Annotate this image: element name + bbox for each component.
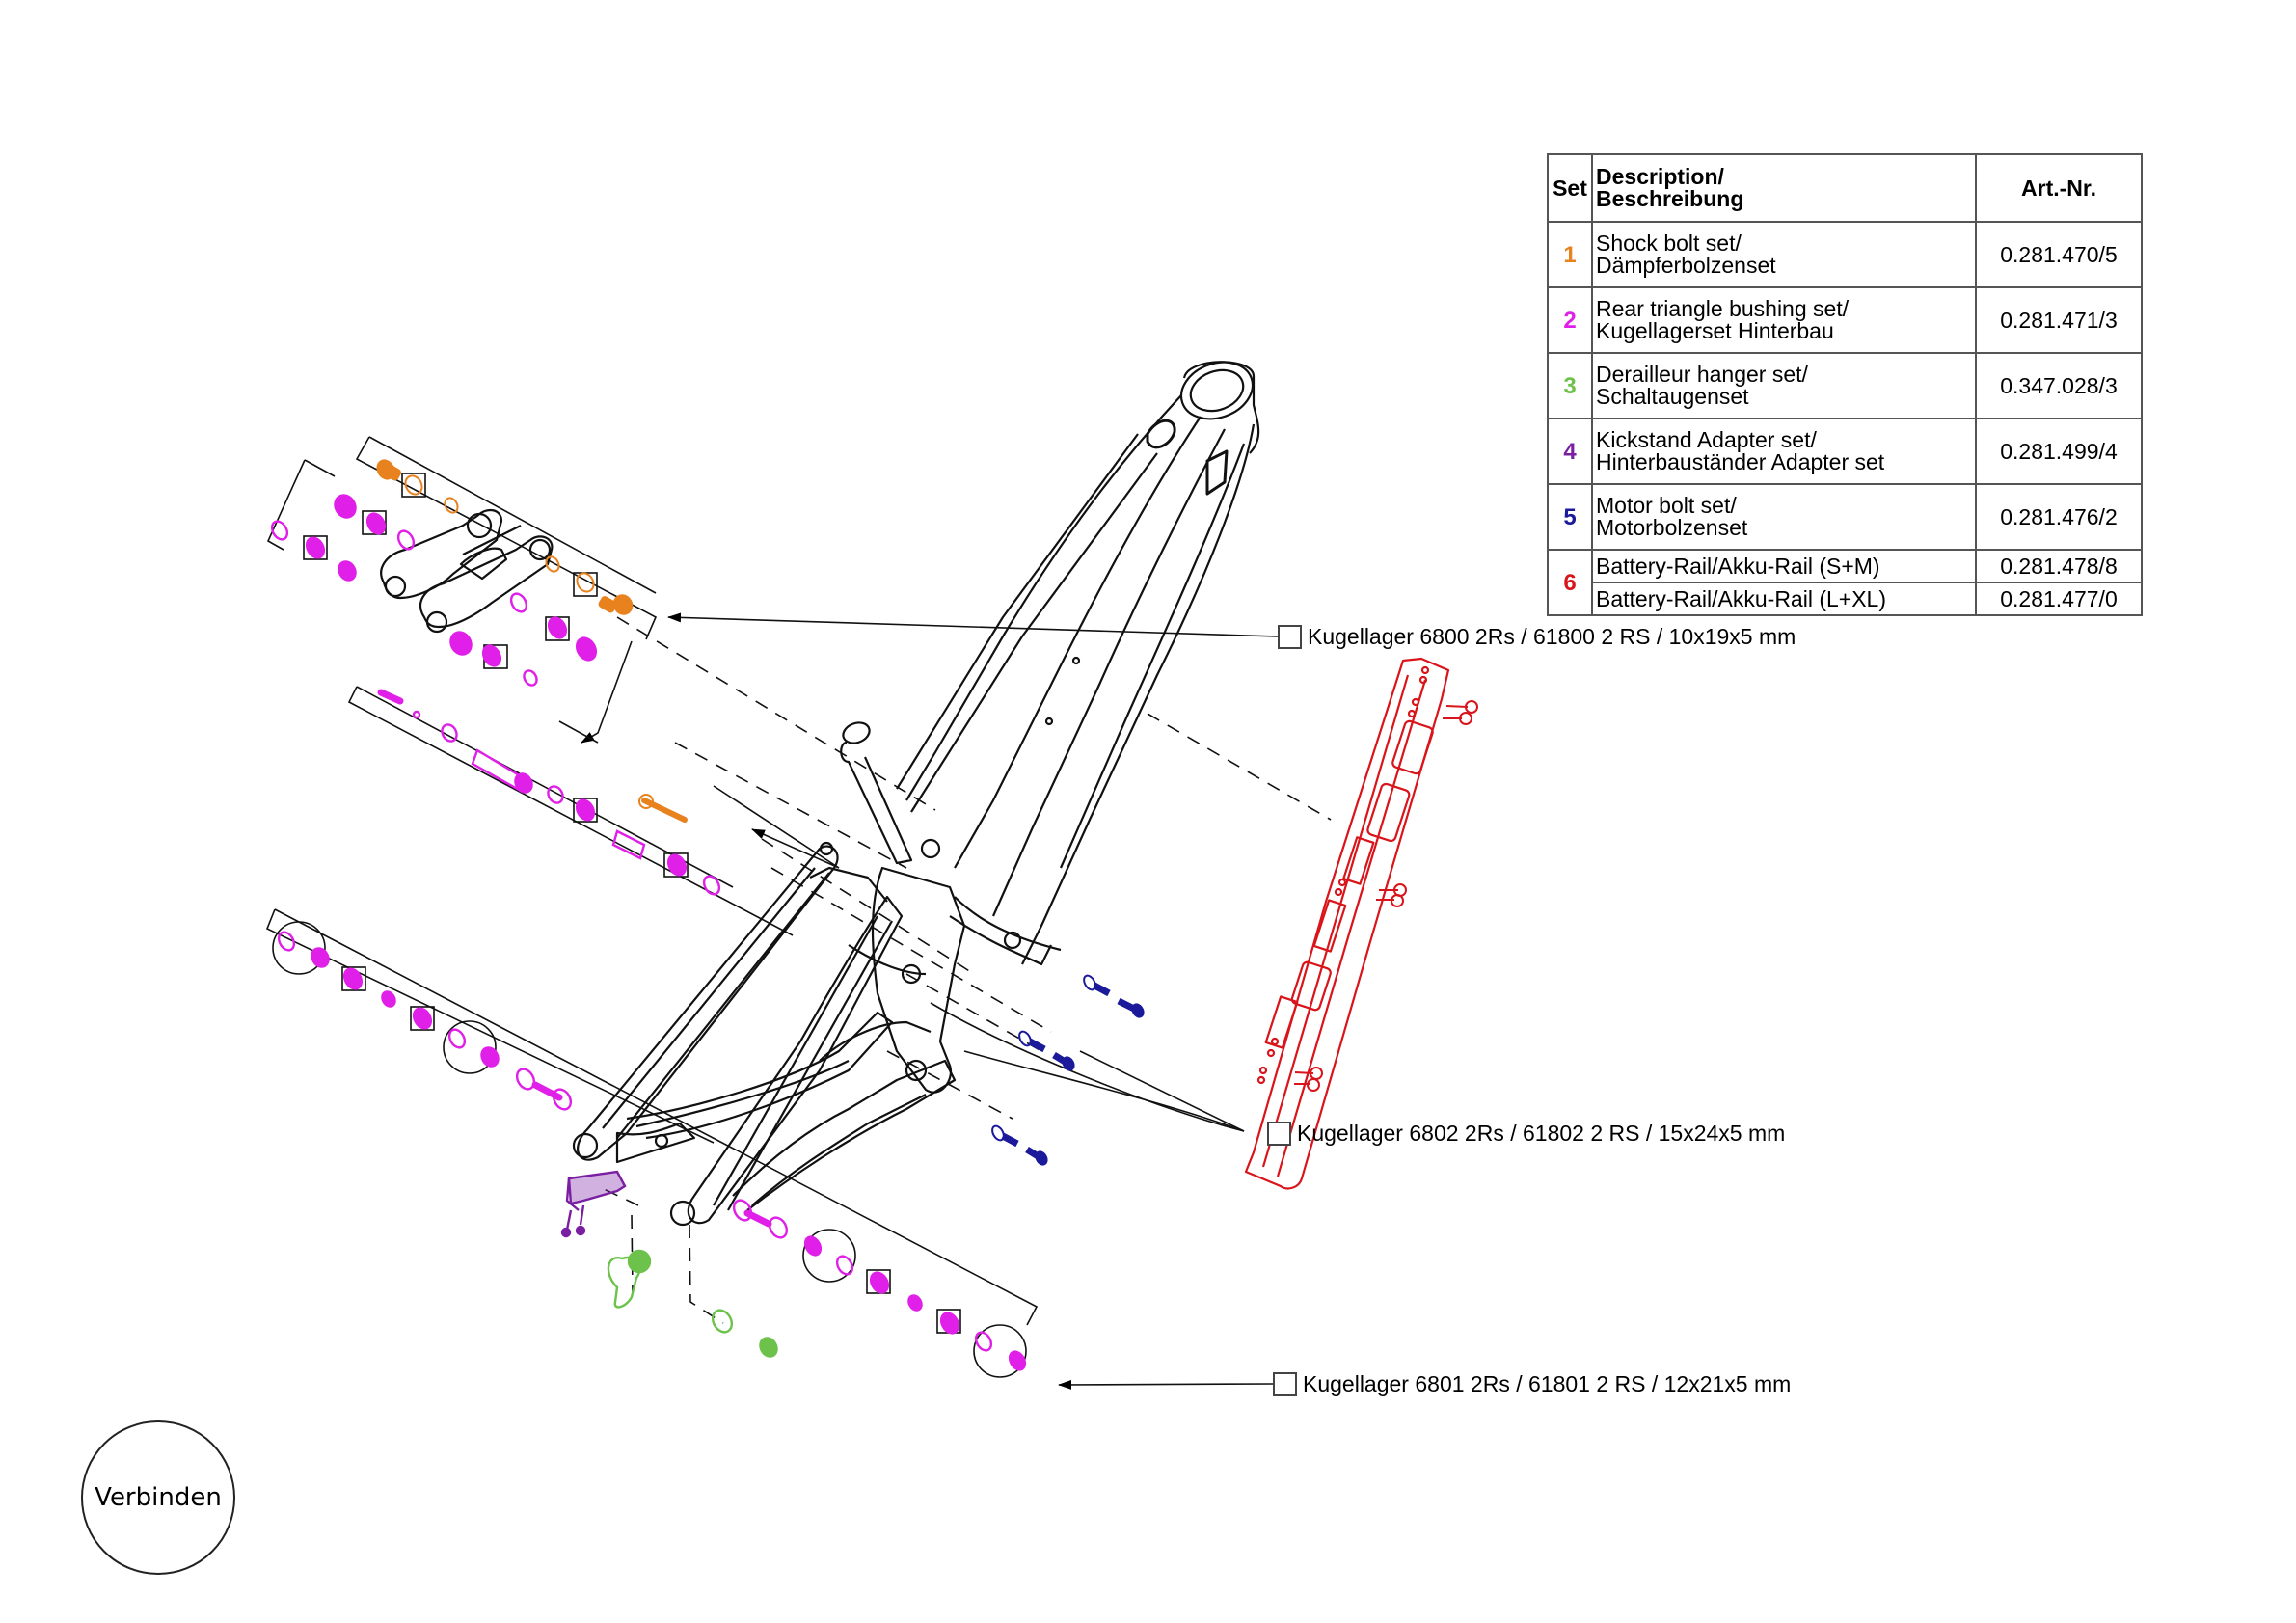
top-tube: [896, 433, 1139, 790]
parts-table: Set Description/ Beschreibung Art.-Nr. 1…: [1547, 153, 2143, 616]
derailleur-hanger-parts: [607, 1249, 778, 1358]
description-de: Kugellagerset Hinterbau: [1596, 318, 1834, 343]
header-art-nr: Art.-Nr.: [1975, 153, 2143, 223]
set-description: Shock bolt set/Dämpferbolzenset: [1591, 221, 1977, 288]
table-row: 4 Kickstand Adapter set/Hinterbauständer…: [1547, 418, 2143, 485]
article-number: 0.281.478/8: [1975, 549, 2143, 583]
bearing-label: Kugellager 6801 2Rs / 61801 2 RS / 12x21…: [1303, 1371, 1792, 1396]
table-row: 6 Battery-Rail/Akku-Rail (S+M) 0.281.478…: [1547, 549, 2143, 616]
shock-bolt-parts: [376, 459, 688, 823]
set-description: Kickstand Adapter set/Hinterbauständer A…: [1591, 418, 1977, 485]
description-de: Schaltaugenset: [1596, 384, 1749, 409]
article-number: 0.281.470/5: [1975, 221, 2143, 288]
description-de: Hinterbauständer Adapter set: [1596, 449, 1885, 474]
set-number: 1: [1547, 221, 1593, 288]
bearing-checkbox[interactable]: [1267, 1122, 1291, 1146]
set-description: Rear triangle bushing set/Kugellagerset …: [1591, 286, 1977, 354]
rocker-link: [380, 508, 554, 634]
table-row: 1 Shock bolt set/Dämpferbolzenset 0.281.…: [1547, 221, 2143, 288]
table-row: 2 Rear triangle bushing set/Kugellagerse…: [1547, 286, 2143, 354]
description-de: Motorbolzenset: [1596, 515, 1748, 540]
article-number: 0.281.477/0: [1975, 582, 2143, 616]
header-description: Description/ Beschreibung: [1591, 153, 1977, 223]
bearing-checkbox[interactable]: [1278, 625, 1302, 649]
set-description: Derailleur hanger set/Schaltaugenset: [1591, 352, 1977, 419]
set-description: Battery-Rail/Akku-Rail (L+XL): [1591, 582, 1977, 616]
seat-tube: [840, 741, 913, 865]
bearing-label: Kugellager 6800 2Rs / 61800 2 RS / 10x19…: [1308, 624, 1796, 649]
header-description-en: Description/: [1596, 164, 1724, 189]
table-row: 5 Motor bolt set/Motorbolzenset 0.281.47…: [1547, 483, 2143, 551]
set-number: 2: [1547, 286, 1593, 354]
bearing-checkbox[interactable]: [1273, 1372, 1297, 1396]
set-number: 3: [1547, 352, 1593, 419]
description-en: Derailleur hanger set/: [1596, 362, 1808, 387]
description-en: Rear triangle bushing set/: [1596, 296, 1850, 321]
table-row: 3 Derailleur hanger set/Schaltaugenset 0…: [1547, 352, 2143, 419]
head-tube: [1179, 361, 1255, 420]
description-en: Shock bolt set/: [1596, 230, 1742, 256]
description-en: Kickstand Adapter set/: [1596, 427, 1817, 452]
bearing-label: Kugellager 6802 2Rs / 61802 2 RS / 15x24…: [1297, 1121, 1786, 1146]
table-header-row: Set Description/ Beschreibung Art.-Nr.: [1547, 153, 2143, 223]
main-frame: [840, 361, 1260, 1094]
article-number: 0.281.499/4: [1975, 418, 2143, 485]
battery-rail: [1244, 657, 1478, 1190]
bearing-callout-6800: Kugellager 6800 2Rs / 61800 2 RS / 10x19…: [1278, 624, 1796, 650]
article-number: 0.347.028/3: [1975, 352, 2143, 419]
article-number: 0.281.471/3: [1975, 286, 2143, 354]
bushing-parts: [270, 494, 1027, 1371]
bearing-callout-6802: Kugellager 6802 2Rs / 61802 2 RS / 15x24…: [1267, 1121, 1785, 1147]
description-de: Dämpferbolzenset: [1596, 253, 1776, 278]
set-number: 6: [1547, 549, 1593, 616]
header-description-de: Beschreibung: [1596, 186, 1744, 211]
rear-triangle: [572, 841, 957, 1227]
description-en: Motor bolt set/: [1596, 493, 1737, 518]
connect-stamp: Verbinden: [81, 1420, 235, 1575]
chain-stay: [626, 1011, 894, 1140]
callout-lines: [265, 436, 1332, 1390]
set-description: Motor bolt set/Motorbolzenset: [1591, 483, 1977, 551]
article-number: 0.281.476/2: [1975, 483, 2143, 551]
header-set: Set: [1547, 153, 1593, 223]
rail-bolts: [1294, 700, 1478, 1092]
table-row: Battery-Rail/Akku-Rail (L+XL) 0.281.477/…: [1548, 582, 2143, 616]
set-description: Battery-Rail/Akku-Rail (S+M): [1591, 549, 1977, 583]
set-number: 5: [1547, 483, 1593, 551]
set-number: 4: [1547, 418, 1593, 485]
bearing-callout-6801: Kugellager 6801 2Rs / 61801 2 RS / 12x21…: [1273, 1371, 1791, 1397]
motor-mount: [871, 866, 966, 1094]
kickstand-adapter-parts: [560, 1170, 627, 1238]
motor-bolt-parts: [991, 974, 1145, 1166]
table-body: 1 Shock bolt set/Dämpferbolzenset 0.281.…: [1547, 221, 2143, 616]
connect-label: Verbinden: [95, 1483, 222, 1512]
